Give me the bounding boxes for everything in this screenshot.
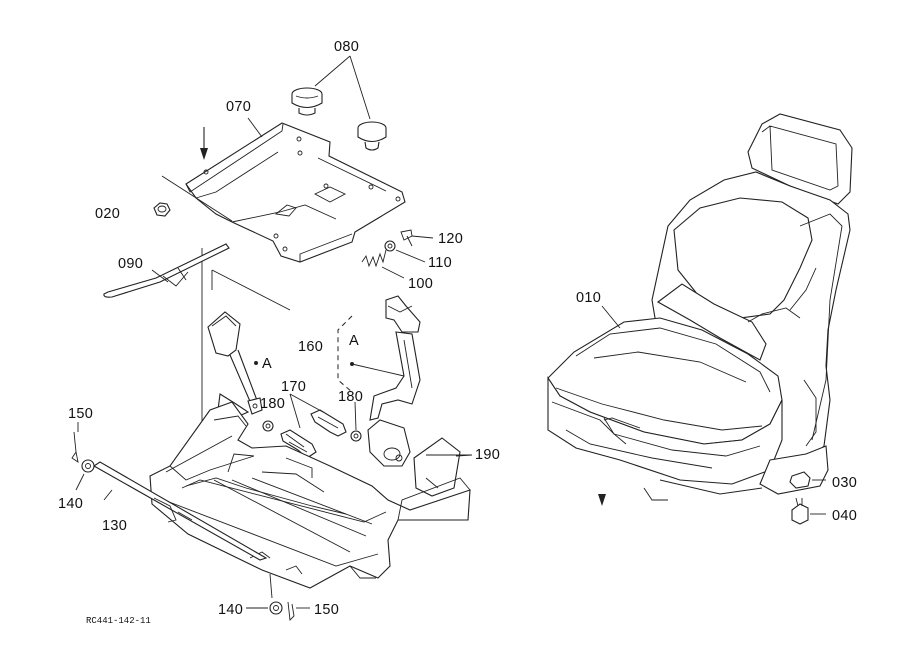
label-010: 010 <box>576 290 601 306</box>
leader-100 <box>381 266 405 279</box>
detail-a-bracket <box>337 315 405 393</box>
label-110: 110 <box>428 255 452 271</box>
leader-080-right <box>349 55 371 120</box>
bolt-170-left <box>280 429 317 459</box>
nut-020 <box>153 202 171 217</box>
leader-170 <box>289 393 324 413</box>
label-140-bottom: 140 <box>218 602 243 618</box>
leader-070 <box>247 117 263 138</box>
spring-100 <box>361 249 387 268</box>
label-150-left: 150 <box>68 406 93 422</box>
label-040: 040 <box>832 508 857 524</box>
label-030: 030 <box>832 475 857 491</box>
drawing-reference: RC441-142-11 <box>86 616 151 626</box>
cotter-pin-150-left <box>71 431 79 463</box>
label-180-right: 180 <box>338 389 363 405</box>
plate-070 <box>185 122 406 263</box>
rod-090 <box>103 243 230 298</box>
cap-080-right <box>357 121 387 151</box>
leader-010 <box>601 305 621 329</box>
label-170: 170 <box>281 379 306 395</box>
cap-080-left <box>291 87 323 116</box>
seat-010 <box>547 113 853 501</box>
label-080: 080 <box>334 39 359 55</box>
label-120: 120 <box>438 231 463 247</box>
leader-170 <box>289 393 301 429</box>
label-a-detail: A <box>349 333 359 349</box>
washer-180-left <box>262 420 274 432</box>
label-a-seatbelt: A <box>262 356 272 372</box>
arrow-down-icon <box>200 127 208 160</box>
label-020: 020 <box>95 206 120 222</box>
leader-140 <box>269 573 273 599</box>
label-090: 090 <box>118 256 143 272</box>
label-130: 130 <box>102 518 127 534</box>
washer-180-right <box>350 430 362 442</box>
pin-120 <box>400 229 413 247</box>
leader-130 <box>103 489 113 501</box>
point-a <box>254 361 258 365</box>
label-100: 100 <box>408 276 433 292</box>
rod-130 <box>81 459 268 561</box>
leader-180 <box>354 401 357 431</box>
bolt-040 <box>791 497 809 525</box>
leader-140-left <box>75 473 85 491</box>
leader-090 <box>151 269 169 283</box>
label-070: 070 <box>226 99 251 115</box>
extension-line <box>211 269 291 311</box>
label-150-bottom: 150 <box>314 602 339 618</box>
label-160: 160 <box>298 339 323 355</box>
washer-140-bottom <box>269 601 283 615</box>
extension-line <box>161 175 233 222</box>
label-180-left: 180 <box>260 396 285 412</box>
nut-030 <box>789 471 811 489</box>
leader-110 <box>395 249 426 263</box>
bolt-170-right <box>310 409 347 437</box>
seatbelt-buckle <box>207 311 263 421</box>
seat-base-frame <box>149 401 471 589</box>
leader-120 <box>411 235 434 239</box>
arrow-down-icon <box>598 494 606 506</box>
cover-190 <box>413 437 461 497</box>
label-190: 190 <box>475 447 500 463</box>
seatbelt-retractor <box>367 295 421 467</box>
cotter-pin-150-bottom <box>287 601 295 621</box>
label-140-left: 140 <box>58 496 83 512</box>
leader-080-left <box>314 55 351 87</box>
washer-110 <box>384 240 396 252</box>
